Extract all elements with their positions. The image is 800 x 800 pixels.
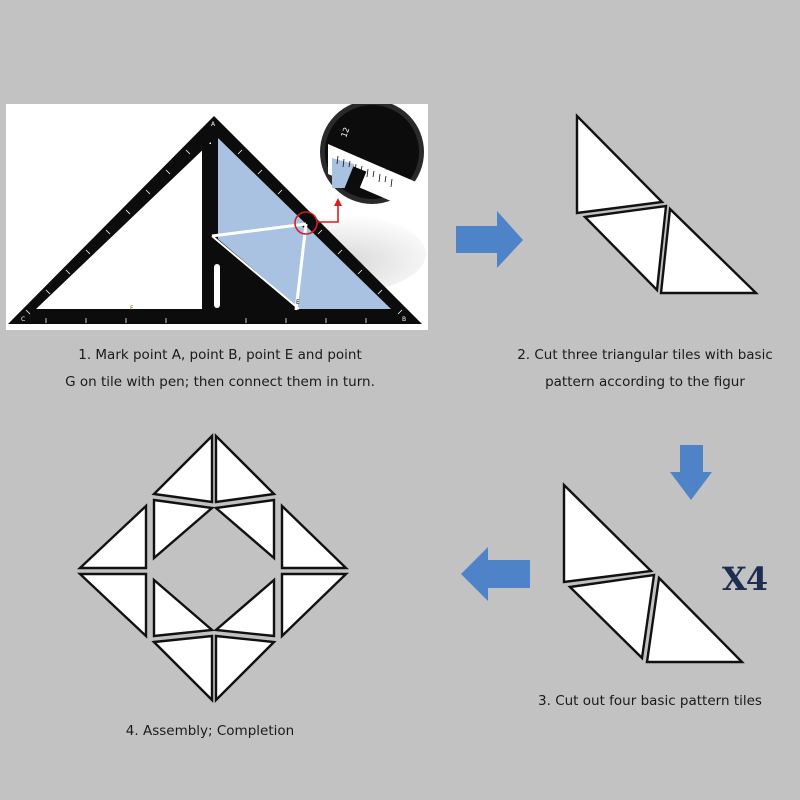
left-arrow-icon [461,547,530,601]
ruler-ticks [25,149,403,323]
point-label-a: A [211,121,216,128]
marker-arrow [318,204,339,223]
tile-triangle [645,575,745,664]
point-label-c: C [21,316,25,323]
zoom-tick-10: 10 [384,162,395,173]
step2-caption-line2: pattern according to the figur [545,374,745,390]
tile-triangle [567,573,656,661]
step1-caption-line2: G on tile with pen; then connect them in… [65,374,375,390]
ruler-illustration: A B C E F 12 11 10 [8,104,426,324]
step2-tiles [575,113,759,295]
point-label-f: F [130,305,134,312]
tile-triangle [562,482,654,584]
assembly-tiles [76,433,349,703]
ruler-slot [214,264,220,308]
ruler-window-right [218,138,386,309]
point-label-e: E [296,299,300,306]
step4-caption: 4. Assembly; Completion [125,723,295,739]
marker-circle [294,211,318,235]
multiplier-label: X4 [722,560,768,598]
down-arrow-icon [670,445,712,500]
step3-caption: 3. Cut out four basic pattern tiles [538,693,762,709]
point-label-b: B [402,316,406,323]
tile-triangle [575,113,665,215]
zoom-tick-12: 12 [339,126,351,139]
zoom-lens: 12 11 10 [320,104,424,204]
step1-caption: 1. Mark point A, point B, point E and po… [40,342,400,396]
ruler-window-left [36,142,211,309]
right-arrow-icon [456,211,523,268]
ruler-photo: A B C E F 12 11 10 [6,104,428,330]
step3-tiles [562,482,745,664]
step1-caption-line1: 1. Mark point A, point B, point E and po… [78,347,362,363]
tile-triangle [582,204,668,293]
step2-caption-line1: 2. Cut three triangular tiles with basic [517,347,773,363]
step2-caption: 2. Cut three triangular tiles with basic… [495,342,795,396]
zoom-tick-11: 11 [360,150,371,161]
tile-triangle [659,206,759,295]
